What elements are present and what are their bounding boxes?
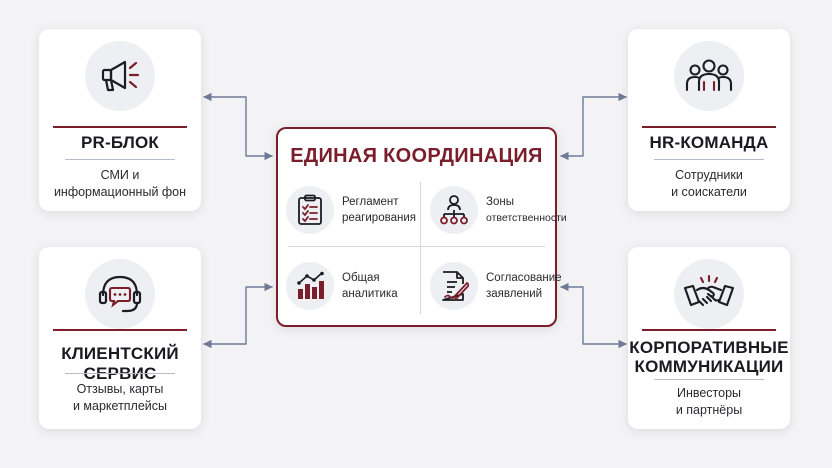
card-pr-block: PR-БЛОК СМИ и информационный фон [39, 29, 201, 211]
arrow-corp [560, 282, 627, 349]
center-cell-responsibility: Зоны ответственности [430, 186, 567, 236]
card-subtitle-line1: СМИ и [100, 168, 140, 182]
megaphone-icon [85, 41, 155, 111]
org-chart-icon [430, 186, 478, 234]
checklist-icon [286, 186, 334, 234]
cell-label-line2: аналитика [342, 288, 398, 300]
arrow-client [203, 282, 273, 349]
cell-label-line2: реагирования [342, 212, 416, 224]
card-subtitle-line1: Инвесторы [676, 386, 742, 400]
card-divider-thin [654, 379, 764, 380]
cell-label: Регламент реагирования [342, 194, 416, 226]
center-divider-horizontal [288, 246, 545, 247]
card-subtitle: Инвесторы и партнёры [628, 385, 790, 419]
center-divider-vertical [420, 182, 421, 314]
cell-label-line2: ответственности [486, 212, 567, 224]
document-sign-icon [430, 262, 478, 310]
center-cell-regulation: Регламент реагирования [286, 186, 421, 236]
center-coordination-block: ЕДИНАЯ КООРДИНАЦИЯ Регламент реагировани… [276, 127, 567, 327]
card-divider-thin [654, 159, 764, 160]
card-client-service: КЛИЕНТСКИЙ СЕРВИС Отзывы, карты и маркет… [39, 247, 201, 429]
arrow-hr [560, 92, 627, 161]
cell-label: Согласование заявлений [486, 270, 562, 302]
handshake-icon [674, 259, 744, 329]
arrow-pr [203, 92, 273, 161]
cell-label: Зоны ответственности [486, 194, 567, 226]
card-divider [642, 329, 776, 331]
card-subtitle-line1: Отзывы, карты [76, 382, 164, 396]
card-divider-thin [65, 373, 175, 374]
card-corporate-communications: КОРПОРАТИВНЫЕ КОММУНИКАЦИИ Инвесторы и п… [628, 247, 790, 429]
center-cell-statements: Согласование заявлений [430, 262, 565, 312]
card-divider [53, 126, 187, 128]
card-subtitle: Отзывы, карты и маркетплейсы [39, 381, 201, 415]
card-subtitle: СМИ и информационный фон [39, 167, 201, 201]
card-title: PR-БЛОК [81, 133, 159, 152]
cell-label-line1: Согласование [486, 272, 562, 284]
center-title: ЕДИНАЯ КООРДИНАЦИЯ [290, 145, 543, 167]
card-divider [642, 126, 776, 128]
card-title: КЛИЕНТСКИЙ СЕРВИС [61, 344, 179, 383]
center-cell-analytics: Общая аналитика [286, 262, 421, 312]
cell-label-line1: Общая [342, 272, 380, 284]
cell-label-line1: Зоны [486, 196, 514, 208]
cell-label-line2: заявлений [486, 288, 543, 300]
card-title: HR-КОМАНДА [649, 133, 769, 152]
analytics-chart-icon [286, 262, 334, 310]
card-title: КОРПОРАТИВНЫЕ КОММУНИКАЦИИ [628, 338, 790, 376]
card-subtitle-line1: Сотрудники [675, 168, 743, 182]
card-divider-thin [65, 159, 175, 160]
card-hr-team: HR-КОМАНДА Сотрудники и соискатели [628, 29, 790, 211]
cell-label-line1: Регламент [342, 196, 399, 208]
card-title-line1: КОРПОРАТИВНЫЕ [629, 338, 789, 357]
card-subtitle: Сотрудники и соискатели [628, 167, 790, 201]
card-subtitle-line2: и маркетплейсы [72, 399, 168, 413]
card-divider [53, 329, 187, 331]
card-subtitle-line2: информационный фон [53, 185, 187, 199]
card-subtitle-line2: и партнёры [675, 403, 743, 417]
cell-label: Общая аналитика [342, 270, 398, 302]
card-subtitle-line2: и соискатели [671, 185, 747, 199]
team-icon [674, 41, 744, 111]
headset-icon [85, 259, 155, 329]
card-title-line2: КОММУНИКАЦИИ [634, 357, 784, 376]
